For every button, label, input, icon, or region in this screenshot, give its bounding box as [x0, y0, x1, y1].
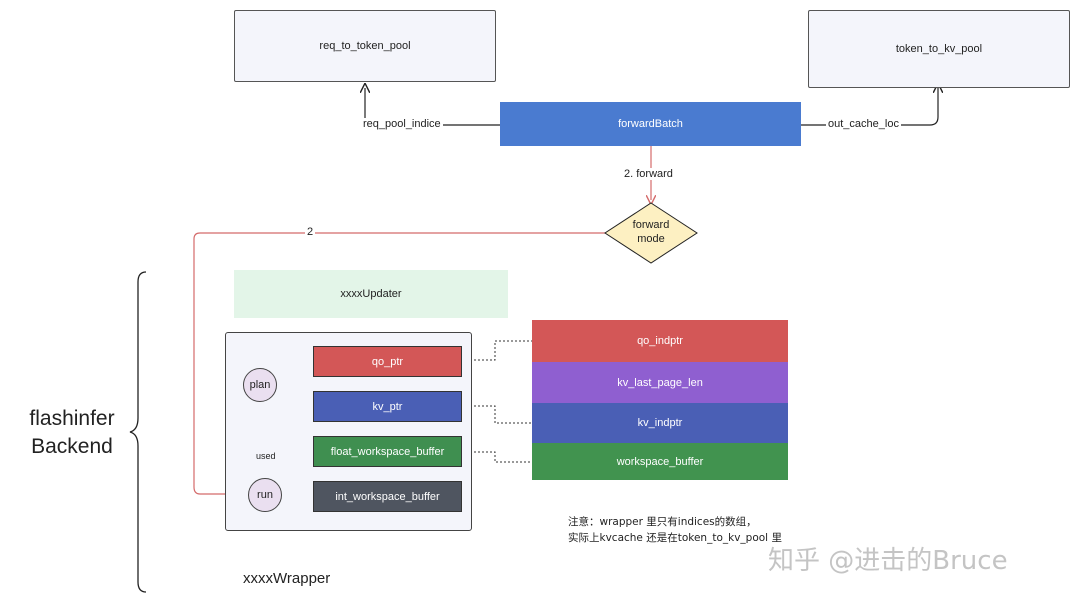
plan-node: plan [243, 368, 277, 402]
forward-batch-label: forwardBatch [618, 118, 683, 130]
kv-ptr-node: kv_ptr [313, 391, 462, 422]
forward-label: 2. forward [622, 168, 675, 180]
qo-indptr-node: qo_indptr [532, 320, 788, 362]
watermark: 知乎 @进击的Bruce [768, 546, 1008, 576]
updater-label: xxxxUpdater [340, 288, 402, 300]
qo-ptr-label: qo_ptr [371, 355, 404, 368]
qo-ptr-node: qo_ptr [313, 346, 462, 377]
backend-label: flashinfer Backend [29, 407, 115, 458]
edge-workspace [462, 451, 532, 463]
run-node: run [248, 478, 282, 512]
forward-batch-node: forwardBatch [500, 102, 801, 146]
qo-indptr-label: qo_indptr [637, 335, 683, 347]
wrapper-label: xxxxWrapper [243, 570, 331, 587]
token-to-kv-pool-node: token_to_kv_pool [808, 10, 1070, 88]
token-to-kv-pool-label: token_to_kv_pool [895, 43, 983, 55]
req-to-token-pool-label: req_to_token_pool [319, 40, 411, 52]
workspace-buffer-label: workspace_buffer [616, 455, 704, 468]
edge-out-cache-loc [801, 88, 938, 126]
plan-label: plan [249, 379, 271, 391]
int-workspace-buffer-label: int_workspace_buffer [335, 490, 440, 503]
workspace-buffer-node: workspace_buffer [532, 443, 788, 480]
used-label: used [256, 451, 276, 461]
note-line-1: 注意：wrapper 里只有indices的数组， [568, 516, 757, 528]
kv-last-page-len-label: kv_last_page_len [617, 376, 703, 389]
req-to-token-pool-node: req_to_token_pool [234, 10, 496, 82]
mode-two-label: 2 [305, 226, 316, 238]
kv-last-page-len-node: kv_last_page_len [532, 362, 788, 403]
updater-node: xxxxUpdater [234, 270, 508, 318]
kv-indptr-node: kv_indptr [532, 403, 788, 443]
note: 注意：wrapper 里只有indices的数组， 实际上kvcache 还是在… [568, 514, 782, 546]
out-cache-loc-label: out_cache_loc [826, 118, 901, 130]
float-workspace-buffer-label: float_workspace_buffer [330, 445, 445, 458]
int-workspace-buffer-node: int_workspace_buffer [313, 481, 462, 512]
edge-qo-indptr [462, 340, 532, 361]
run-label: run [257, 489, 273, 501]
edge-mode-to-run [193, 232, 605, 494]
backend-brace [129, 271, 147, 593]
note-line-2: 实际上kvcache 还是在token_to_kv_pool 里 [568, 532, 782, 544]
req-pool-indice-label: req_pool_indice [361, 118, 443, 130]
float-workspace-buffer-node: float_workspace_buffer [313, 436, 462, 467]
kv-indptr-label: kv_indptr [637, 417, 683, 429]
kv-ptr-label: kv_ptr [372, 400, 403, 413]
edge-kv-indptr [462, 405, 532, 424]
forward-mode-diamond [604, 202, 698, 264]
forward-mode-label: forward mode [632, 219, 670, 245]
